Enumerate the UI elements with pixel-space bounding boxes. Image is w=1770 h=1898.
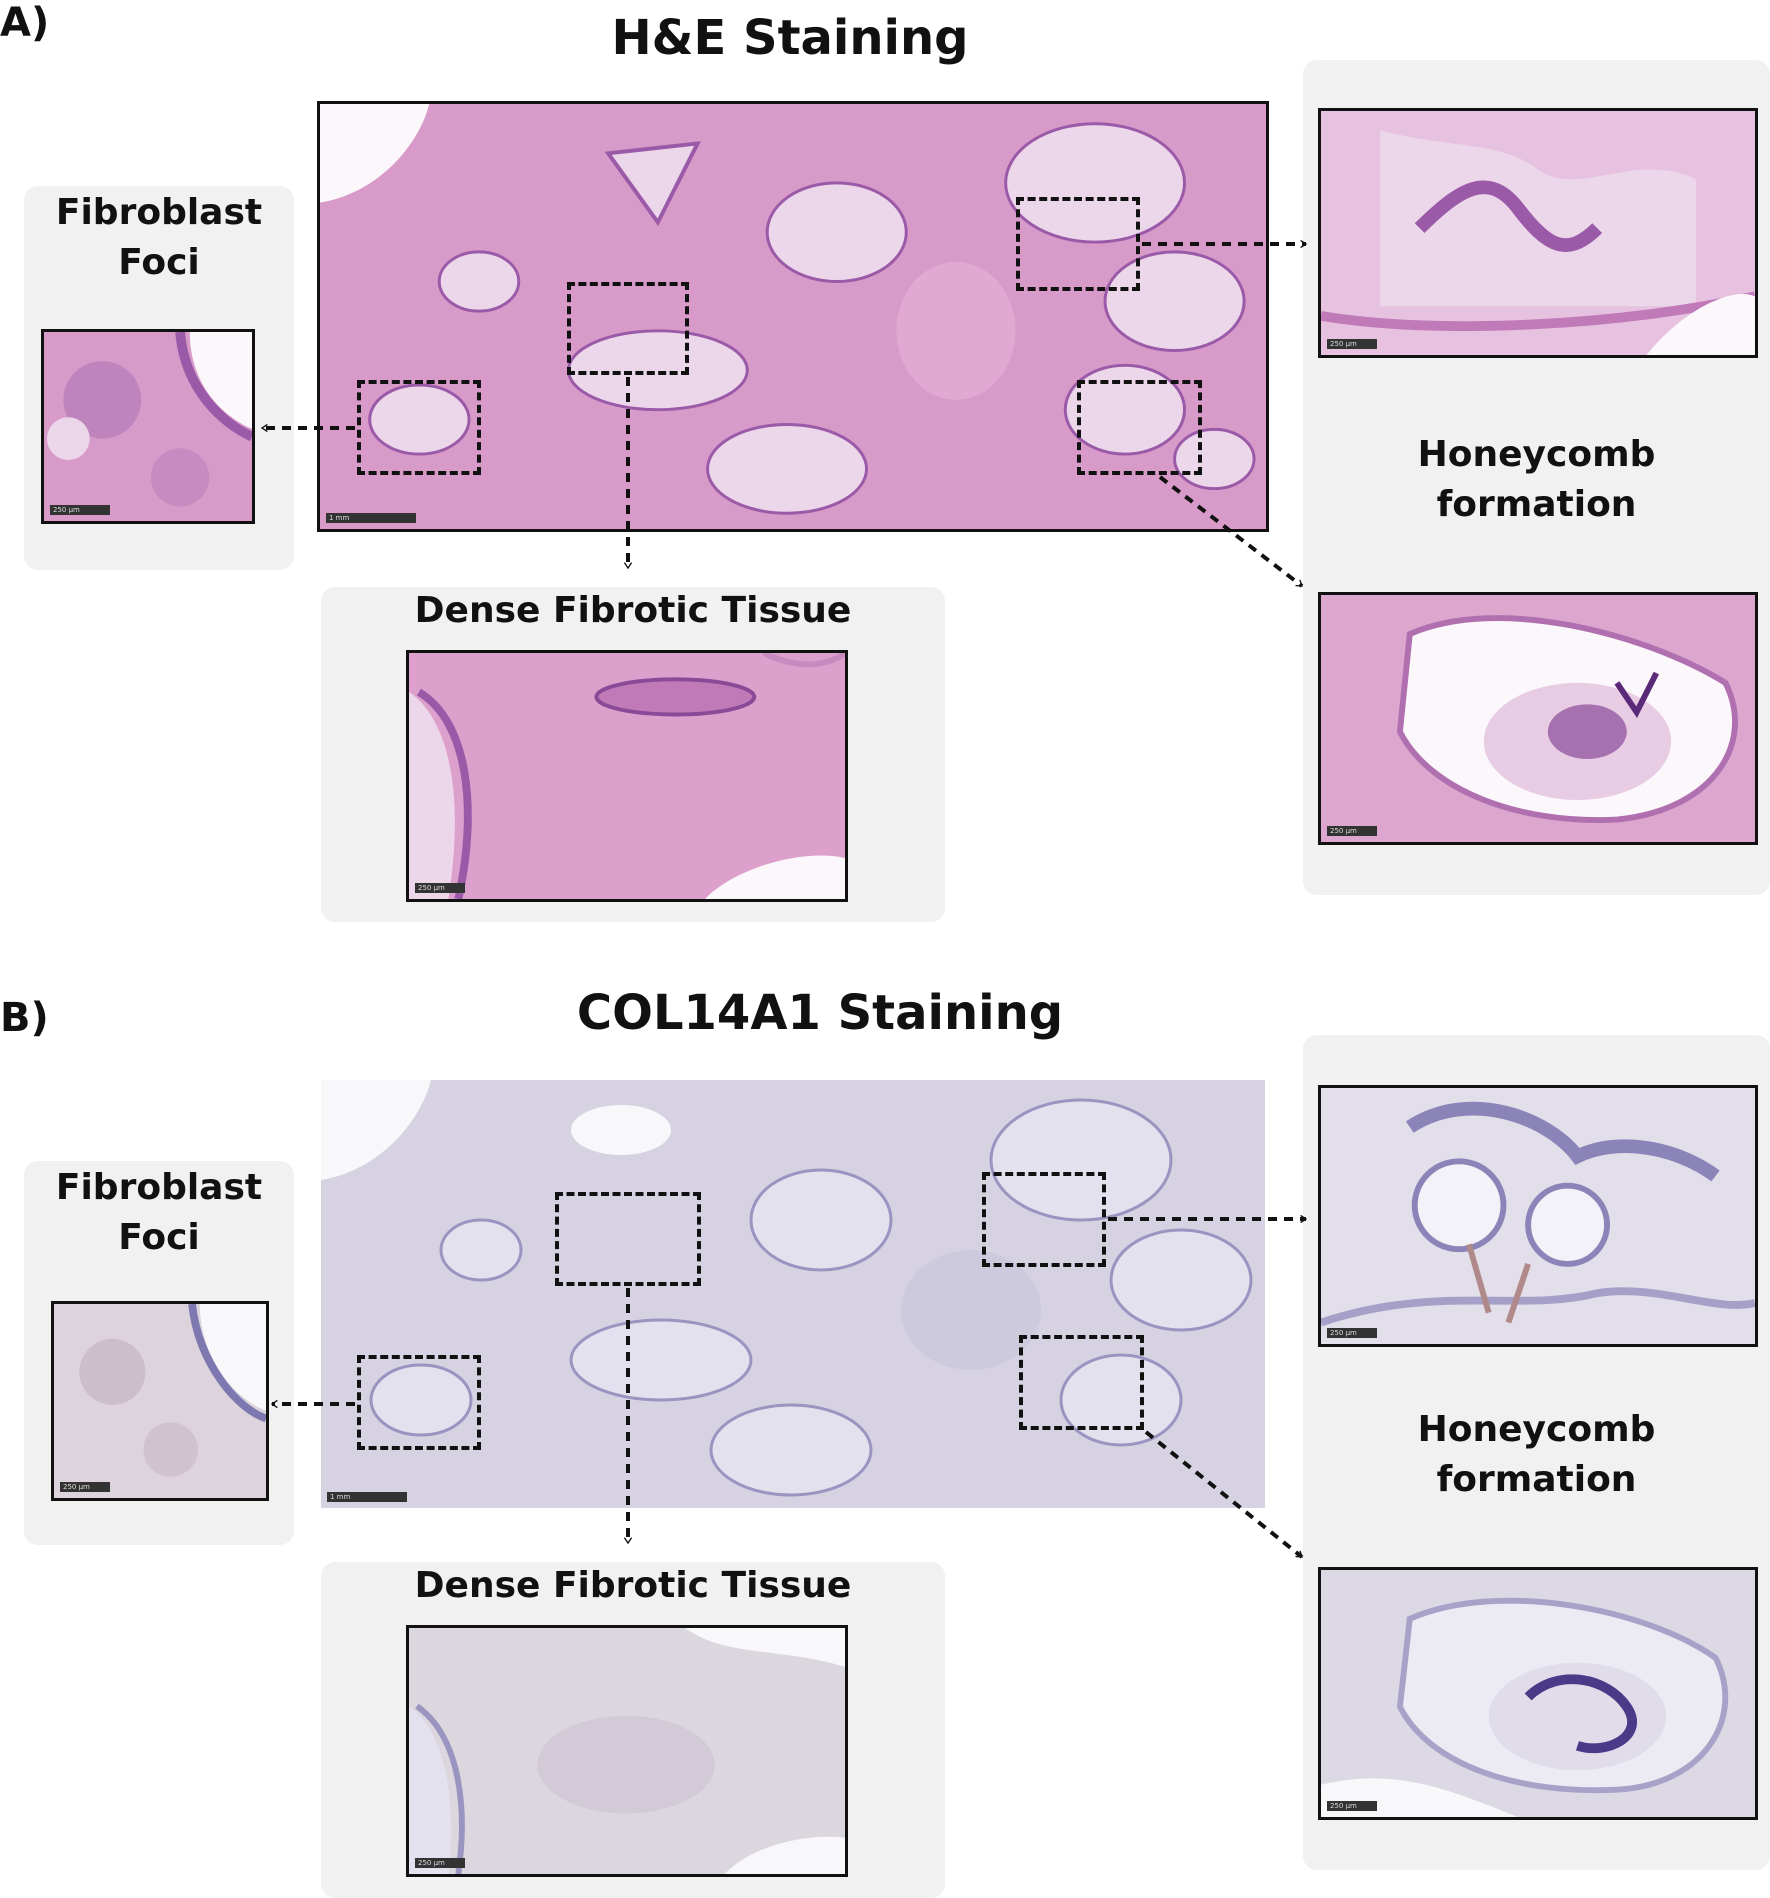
panel-a-fibroblast-label: Fibroblast Foci bbox=[55, 192, 263, 283]
panel-b-title: COL14A1 Staining bbox=[576, 985, 1064, 1041]
panel-b-fibroblast-label: Fibroblast Foci bbox=[55, 1167, 263, 1258]
panel-b-letter: B) bbox=[0, 995, 49, 1041]
panel-a-honeycomb-top-image: 250 µm bbox=[1318, 108, 1758, 358]
panel-a-title: H&E Staining bbox=[611, 10, 969, 66]
panel-a-main-scalebar: 1 mm bbox=[326, 513, 416, 523]
panel-b-roi-honeycomb-bottom bbox=[1019, 1335, 1144, 1430]
panel-b-honeycomb-bottom-image: 250 µm bbox=[1318, 1567, 1758, 1820]
panel-a-fibroblast-scalebar: 250 µm bbox=[50, 505, 110, 515]
panel-b-dense-image: 250 µm bbox=[406, 1625, 848, 1877]
panel-b-honeycomb-top-scalebar: 250 µm bbox=[1327, 1328, 1377, 1338]
panel-a-honeycomb-bottom-scalebar: 250 µm bbox=[1327, 826, 1377, 836]
panel-b-dense-label: Dense Fibrotic Tissue bbox=[414, 1565, 852, 1606]
panel-a-roi-honeycomb-bottom bbox=[1077, 380, 1202, 475]
panel-b-main-scalebar: 1 mm bbox=[327, 1492, 407, 1502]
panel-a-honeycomb-top-scalebar: 250 µm bbox=[1327, 339, 1377, 349]
panel-a-dense-label: Dense Fibrotic Tissue bbox=[414, 590, 852, 631]
panel-a-letter: A) bbox=[0, 0, 50, 46]
panel-a-roi-fibroblast bbox=[357, 380, 481, 475]
panel-a-dense-scalebar: 250 µm bbox=[415, 883, 465, 893]
panel-b-roi-honeycomb-top bbox=[982, 1172, 1106, 1267]
panel-a-roi-dense bbox=[567, 282, 689, 375]
panel-a-honeycomb-label: Honeycomb formation bbox=[1417, 434, 1656, 525]
panel-b-honeycomb-label: Honeycomb formation bbox=[1417, 1409, 1656, 1500]
panel-b-honeycomb-bottom-scalebar: 250 µm bbox=[1327, 1801, 1377, 1811]
panel-a-roi-honeycomb-top bbox=[1016, 197, 1140, 291]
panel-a-honeycomb-bottom-image: 250 µm bbox=[1318, 592, 1758, 845]
panel-b-honeycomb-top-image: 250 µm bbox=[1318, 1085, 1758, 1347]
panel-b-fibroblast-scalebar: 250 µm bbox=[60, 1482, 110, 1492]
panel-a-dense-image: 250 µm bbox=[406, 650, 848, 902]
panel-b-dense-scalebar: 250 µm bbox=[415, 1858, 465, 1868]
panel-b-roi-fibroblast bbox=[357, 1355, 481, 1450]
panel-b-fibroblast-image: 250 µm bbox=[51, 1301, 269, 1501]
panel-b-roi-dense bbox=[555, 1192, 701, 1286]
panel-a-fibroblast-image: 250 µm bbox=[41, 329, 255, 524]
